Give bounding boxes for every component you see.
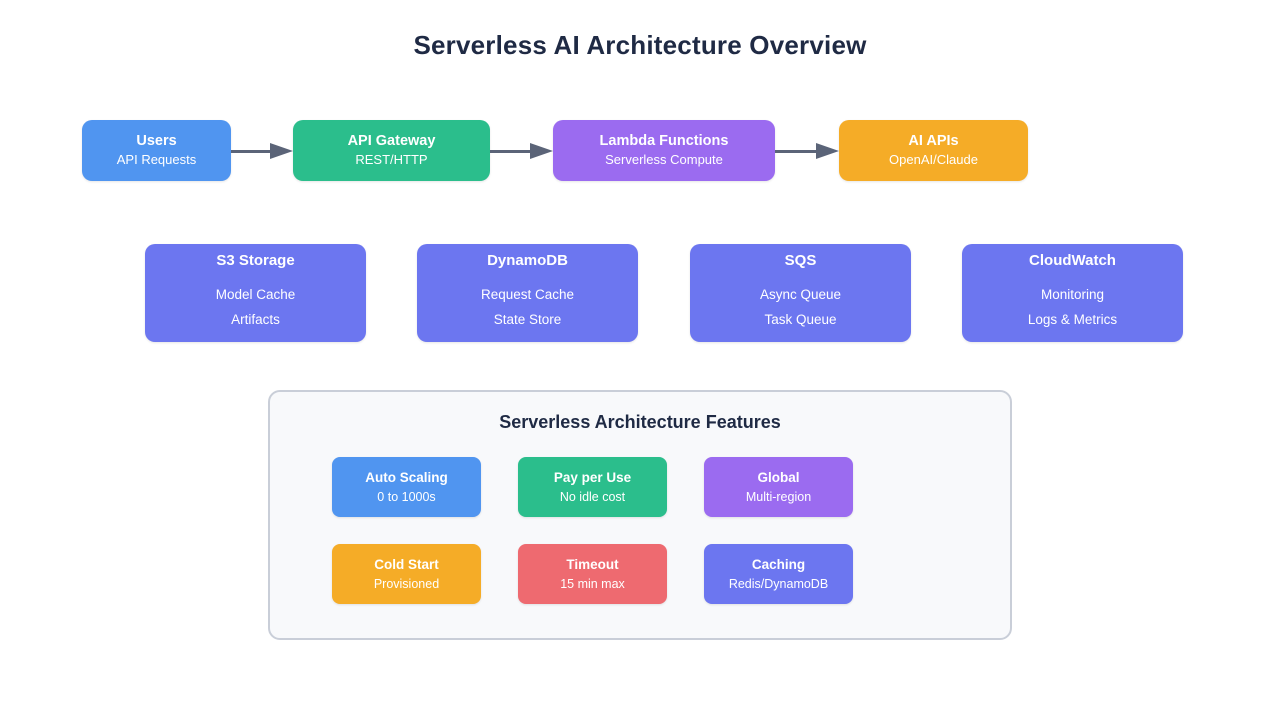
flow-node-title: Lambda Functions	[599, 133, 729, 150]
feature-card-cold-start[interactable]: Cold Start Provisioned	[332, 544, 481, 604]
flow-node-lambda-functions[interactable]: Lambda Functions Serverless Compute	[553, 120, 775, 181]
feature-title: Caching	[751, 557, 806, 573]
service-detail: Task Queue	[764, 312, 837, 328]
service-detail: Artifacts	[231, 312, 280, 328]
feature-subtitle: Redis/DynamoDB	[728, 576, 829, 591]
service-node-s3-storage[interactable]: S3 Storage Model Cache Artifacts	[145, 244, 366, 342]
feature-card-global[interactable]: Global Multi-region	[704, 457, 853, 517]
flow-node-ai-apis[interactable]: AI APIs OpenAI/Claude	[839, 120, 1028, 181]
features-grid: Auto Scaling 0 to 1000s Pay per Use No i…	[332, 457, 952, 631]
feature-title: Auto Scaling	[365, 470, 448, 486]
features-panel-heading: Serverless Architecture Features	[499, 412, 781, 432]
flow-node-subtitle: OpenAI/Claude	[889, 151, 978, 167]
service-title: CloudWatch	[1029, 252, 1116, 270]
feature-subtitle: No idle cost	[559, 489, 626, 504]
service-title: S3 Storage	[216, 252, 295, 270]
feature-card-timeout[interactable]: Timeout 15 min max	[518, 544, 667, 604]
flow-node-subtitle: REST/HTTP	[355, 151, 428, 167]
arrow-line	[490, 149, 531, 153]
feature-card-auto-scaling[interactable]: Auto Scaling 0 to 1000s	[332, 457, 481, 517]
flow-node-users[interactable]: Users API Requests	[82, 120, 231, 181]
feature-subtitle: Multi-region	[745, 489, 812, 504]
architecture-flow-row: Users API Requests API Gateway REST/HTTP…	[82, 120, 1198, 182]
feature-card-pay-per-use[interactable]: Pay per Use No idle cost	[518, 457, 667, 517]
arrow-icon-lambda-to-ai-apis	[775, 143, 839, 159]
arrow-head	[530, 143, 553, 159]
service-title: SQS	[784, 252, 817, 270]
service-node-cloudwatch[interactable]: CloudWatch Monitoring Logs & Metrics	[962, 244, 1183, 342]
feature-row: Cold Start Provisioned Timeout 15 min ma…	[332, 544, 952, 604]
feature-card-caching[interactable]: Caching Redis/DynamoDB	[704, 544, 853, 604]
arrow-head	[270, 143, 293, 159]
service-title: DynamoDB	[487, 252, 568, 270]
supporting-services-row: S3 Storage Model Cache Artifacts DynamoD…	[145, 244, 1185, 342]
arrow-head	[816, 143, 839, 159]
flow-node-api-gateway[interactable]: API Gateway REST/HTTP	[293, 120, 490, 181]
arrow-icon-users-to-gateway	[231, 143, 293, 159]
feature-title: Cold Start	[374, 557, 439, 573]
arrow-line	[775, 149, 817, 153]
flow-node-subtitle: API Requests	[116, 151, 197, 167]
feature-subtitle: 15 min max	[560, 576, 625, 591]
flow-node-title: API Gateway	[347, 133, 436, 150]
feature-title: Pay per Use	[553, 470, 632, 486]
flow-node-subtitle: Serverless Compute	[605, 151, 723, 167]
service-detail: State Store	[493, 312, 562, 328]
service-node-dynamodb[interactable]: DynamoDB Request Cache State Store	[417, 244, 638, 342]
service-detail: Async Queue	[759, 286, 842, 302]
arrow-icon-gateway-to-lambda	[490, 143, 553, 159]
features-panel: Serverless Architecture Features Auto Sc…	[268, 390, 1012, 640]
flow-node-title: Users	[136, 133, 177, 150]
service-detail: Request Cache	[480, 286, 575, 302]
service-node-sqs[interactable]: SQS Async Queue Task Queue	[690, 244, 911, 342]
flow-node-title: AI APIs	[908, 133, 959, 150]
service-detail: Logs & Metrics	[1027, 312, 1118, 328]
arrow-line	[231, 149, 271, 153]
service-detail: Model Cache	[215, 286, 296, 302]
feature-row: Auto Scaling 0 to 1000s Pay per Use No i…	[332, 457, 952, 517]
feature-title: Timeout	[566, 557, 619, 573]
service-detail: Monitoring	[1040, 286, 1105, 302]
feature-subtitle: 0 to 1000s	[377, 489, 436, 504]
page-title: Serverless AI Architecture Overview	[413, 30, 867, 60]
feature-title: Global	[757, 470, 800, 486]
feature-subtitle: Provisioned	[373, 576, 440, 591]
